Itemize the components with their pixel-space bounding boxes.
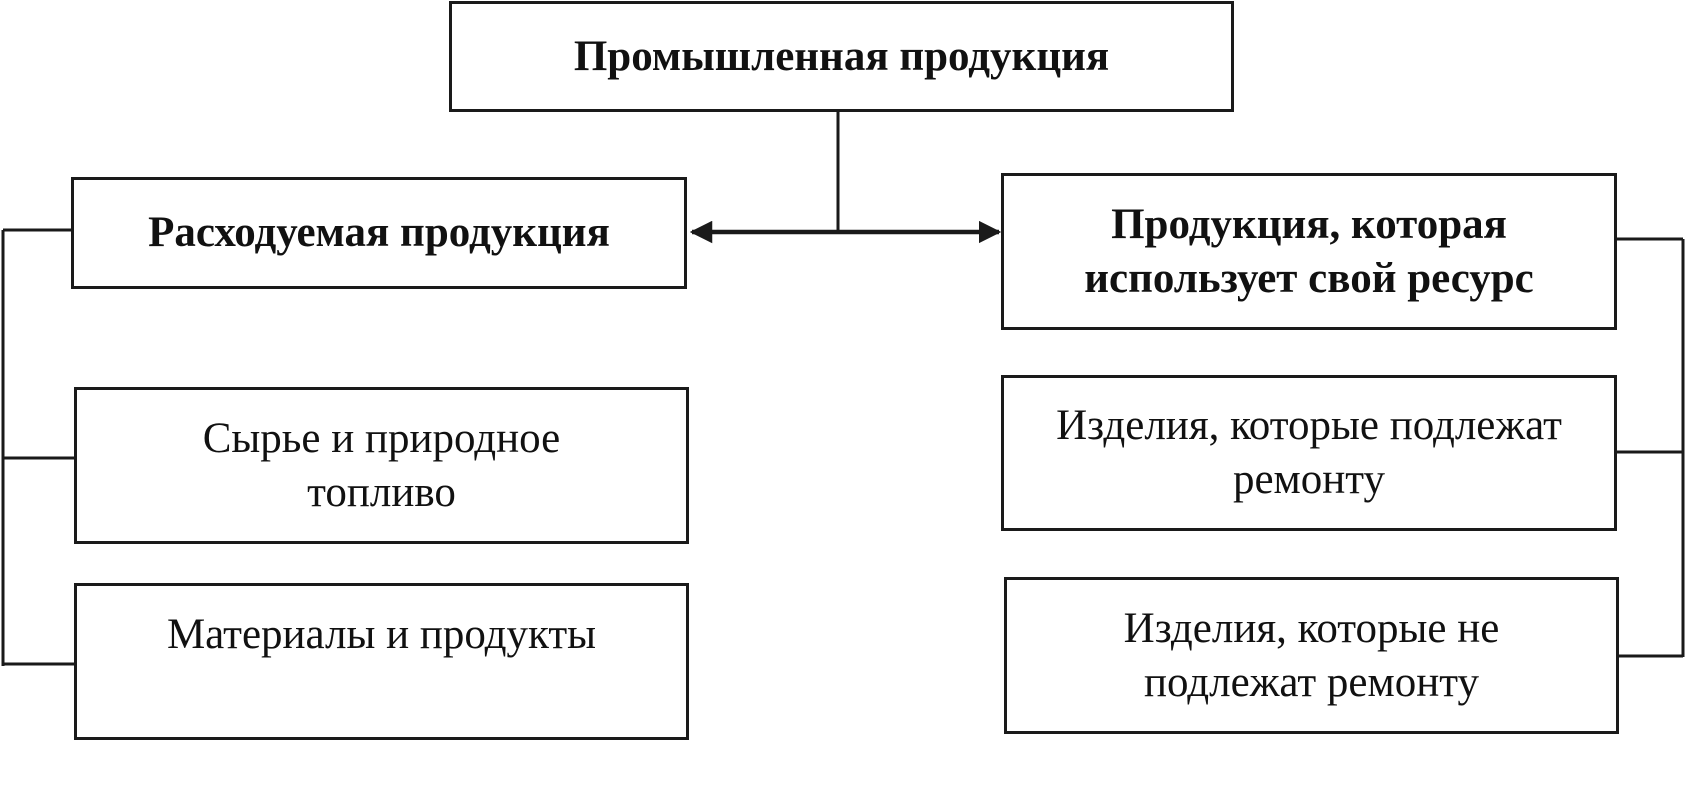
item-node-repairable: Изделия, которые подлежат ремонту <box>1001 375 1617 531</box>
item-node-raw-materials: Сырье и природное топливо <box>74 387 689 544</box>
branch-node-resource: Продукция, которая использует свой ресур… <box>1001 173 1617 330</box>
item-node-materials-products-label: Материалы и продукты <box>166 611 597 658</box>
root-node: Промышленная продукция <box>449 1 1234 112</box>
item-node-non-repairable: Изделия, которые не подлежат ремонту <box>1004 577 1619 734</box>
left-bracket <box>1 228 80 666</box>
item-node-non-repairable-label: Изделия, которые не подлежат ремонту <box>1123 604 1500 706</box>
branch-node-consumable: Расходуемая продукция <box>71 177 687 289</box>
branch-node-consumable-label: Расходуемая продукция <box>148 209 610 257</box>
right-bracket <box>1614 237 1685 658</box>
item-node-raw-materials-label: Сырье и природное топливо <box>202 414 561 516</box>
item-node-repairable-label: Изделия, которые подлежат ремонту <box>1056 402 1562 503</box>
root-node-label: Промышленная продукция <box>573 32 1110 80</box>
branch-node-resource-label: Продукция, которая использует свой ресур… <box>1084 200 1534 302</box>
item-node-materials-products: Материалы и продукты <box>74 583 689 740</box>
